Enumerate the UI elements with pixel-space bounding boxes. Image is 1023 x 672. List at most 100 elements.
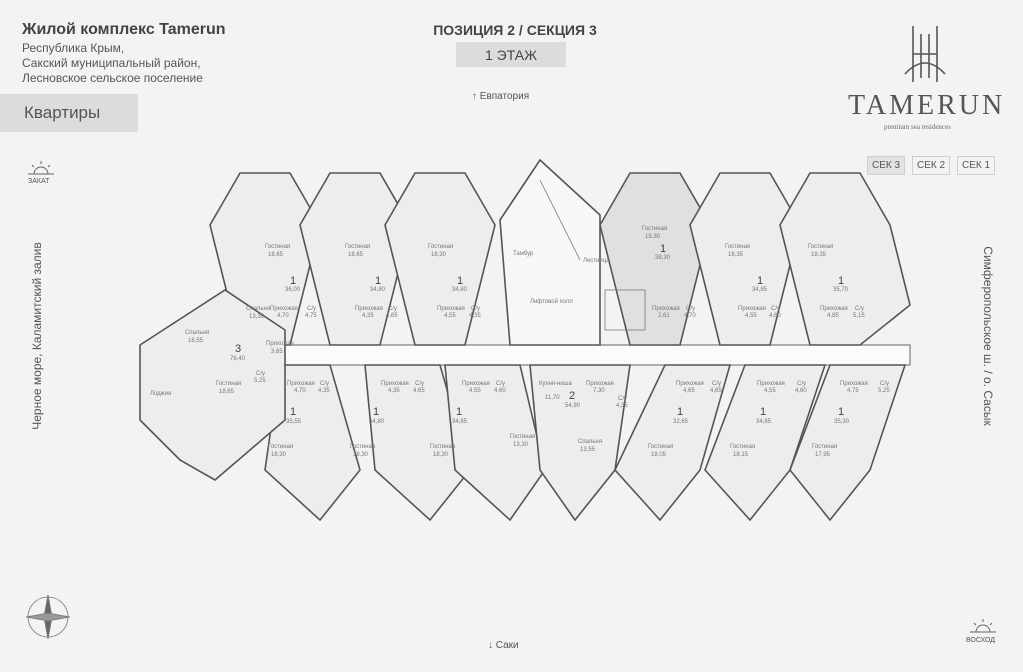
direction-south: ↓ Саки: [488, 640, 519, 651]
unit-top-2-area: 34,80: [370, 287, 386, 293]
unit-bottom-3-bath: С/у: [496, 381, 505, 387]
unit-top-6-hall-area: 4,85: [827, 313, 839, 319]
top-units: [209, 172, 911, 346]
unit-bottom-4-hall: Прихожая: [586, 381, 614, 387]
unit-bottom-7-hall-area: 4,75: [847, 388, 859, 394]
unit-top-1-rooms: 1: [290, 275, 296, 287]
unit-top-6[interactable]: [779, 172, 911, 346]
unit-top-2-bath-area: 4,65: [386, 313, 398, 319]
unit-top-3-bath-area: 4,35: [469, 313, 481, 319]
bedroom-label: Спальня: [578, 439, 602, 445]
unit-top-6-rooms: 1: [838, 275, 844, 287]
apartments-button[interactable]: Квартиры: [0, 94, 138, 132]
unit-west-bedroom2-area: 13,30: [249, 314, 265, 320]
unit-west-bedroom1: Спальня: [185, 330, 209, 336]
unit-bottom-5-living-area: 18,05: [651, 452, 667, 458]
unit-bottom-6-hall-area: 4,55: [764, 388, 776, 394]
unit-top-4-living-area: 19,30: [645, 234, 661, 240]
unit-bottom-4[interactable]: [529, 364, 631, 522]
unit-bottom-6-living-area: 18,15: [733, 452, 749, 458]
unit-bottom-3-living-area: 18,30: [433, 452, 449, 458]
direction-north: ↑ Евпатория: [472, 91, 530, 102]
floor-selector[interactable]: 1 ЭТАЖ: [456, 42, 566, 67]
kitchen-label: Кухня-ниша: [539, 381, 573, 387]
unit-top-5-bath-area: 4,60: [769, 313, 781, 319]
direction-west: Черное море, Каламитский залив: [30, 242, 44, 430]
unit-bottom-4-bath-area: 4,35: [616, 403, 628, 409]
unit-bottom-6-area: 34,85: [756, 419, 772, 425]
unit-bottom-4-area: 54,90: [565, 403, 581, 409]
unit-bottom-6-bath: С/у: [797, 381, 806, 387]
unit-bottom-1-hall-area: 4,70: [294, 388, 306, 394]
unit-bottom-5-bath: С/у: [712, 381, 721, 387]
stairs-label: Лестница: [583, 258, 610, 264]
unit-top-3-living-area: 18,30: [431, 252, 447, 258]
unit-top-2-rooms: 1: [375, 275, 381, 287]
unit-top-6-bath: С/у: [855, 306, 864, 312]
corridor: [224, 344, 911, 366]
sunrise-icon: [970, 619, 996, 633]
unit-bottom-1[interactable]: [264, 364, 361, 522]
unit-bottom-3-area: 34,85: [452, 419, 468, 425]
unit-bottom-1-living-area: 18,30: [271, 452, 287, 458]
address-line-1: Республика Крым,: [22, 41, 125, 55]
bedroom-area: 13,55: [580, 447, 596, 453]
unit-bottom-3-hall: Прихожая: [462, 381, 490, 387]
unit-top-3-bath: С/у: [471, 306, 480, 312]
unit-west-bath-area: 5,25: [254, 378, 266, 384]
tab-section-3[interactable]: СЕК 3: [867, 156, 905, 175]
unit-bottom-1-hall: Прихожая: [287, 381, 315, 387]
unit-top-1-living: Гостиная: [265, 244, 290, 250]
unit-bottom-2[interactable]: [364, 364, 471, 522]
unit-top-4-area: 38,30: [655, 255, 671, 261]
unit-bottom-4-bath: С/у: [618, 396, 627, 402]
unit-top-5-living: Гостиная: [725, 244, 750, 250]
unit-bottom-7[interactable]: [789, 364, 907, 522]
unit-west-bedroom1-area: 16,55: [188, 338, 204, 344]
unit-bottom-6-rooms: 1: [760, 406, 766, 418]
unit-bottom-3[interactable]: [444, 364, 546, 522]
unit-bottom-2-hall: Прихожая: [381, 381, 409, 387]
unit-west-bath: С/у: [256, 371, 265, 377]
unit-bottom-1-area: 35,55: [286, 419, 302, 425]
direction-east: Симферопольское ш. / о. Сасык: [981, 246, 995, 426]
stair-core: [499, 158, 646, 346]
tab-section-1[interactable]: СЕК 1: [957, 156, 995, 175]
unit-bottom-6-living: Гостиная: [730, 444, 755, 450]
unit-bottom-7-living-area: 17,95: [815, 452, 831, 458]
unit-bottom-3-living: Гостиная: [430, 444, 455, 450]
unit-bottom-2-living-area: 18,30: [353, 452, 369, 458]
unit-top-4-hall: Прихожая: [652, 306, 680, 312]
unit-top-6-hall: Прихожая: [820, 306, 848, 312]
unit-west-living: Гостиная: [216, 381, 241, 387]
bottom-units: [264, 364, 907, 522]
unit-west-3room[interactable]: [139, 289, 286, 481]
unit-top-4-rooms: 1: [660, 243, 666, 255]
unit-top-3[interactable]: [384, 172, 496, 346]
unit-bottom-7-living: Гостиная: [812, 444, 837, 450]
unit-bottom-5[interactable]: [614, 364, 732, 522]
unit-bottom-1-bath-area: 4,35: [318, 388, 330, 394]
unit-bottom-2-bath: С/у: [415, 381, 424, 387]
unit-top-4-living: Гостиная: [642, 226, 667, 232]
unit-bottom-5-bath-area: 4,65: [710, 388, 722, 394]
address-line-3: Лесновское сельское поселение: [22, 71, 203, 85]
unit-top-3-hall-area: 4,55: [444, 313, 456, 319]
unit-bottom-3-rooms: 1: [456, 406, 462, 418]
unit-top-5-hall: Прихожая: [738, 306, 766, 312]
unit-bottom-3-bath-area: 4,60: [494, 388, 506, 394]
unit-west-hall: Прихожая: [266, 341, 294, 347]
unit-bottom-6[interactable]: [704, 364, 827, 522]
unit-bottom-7-bath: С/у: [880, 381, 889, 387]
unit-bottom-5-rooms: 1: [677, 406, 683, 418]
unit-west-loggia: Лоджия: [150, 391, 171, 397]
unit-top-4-bath-area: 4,70: [684, 313, 696, 319]
unit-top-6-living-area: 18,35: [811, 252, 827, 258]
unit-bottom-1-bath: С/у: [320, 381, 329, 387]
unit-bottom-7-area: 35,30: [834, 419, 850, 425]
unit-top-5[interactable]: [689, 172, 801, 346]
tab-section-2[interactable]: СЕК 2: [912, 156, 950, 175]
logo-icon: [904, 26, 946, 82]
unit-top-2-living: Гостиная: [345, 244, 370, 250]
unit-top-5-hall-area: 4,55: [745, 313, 757, 319]
